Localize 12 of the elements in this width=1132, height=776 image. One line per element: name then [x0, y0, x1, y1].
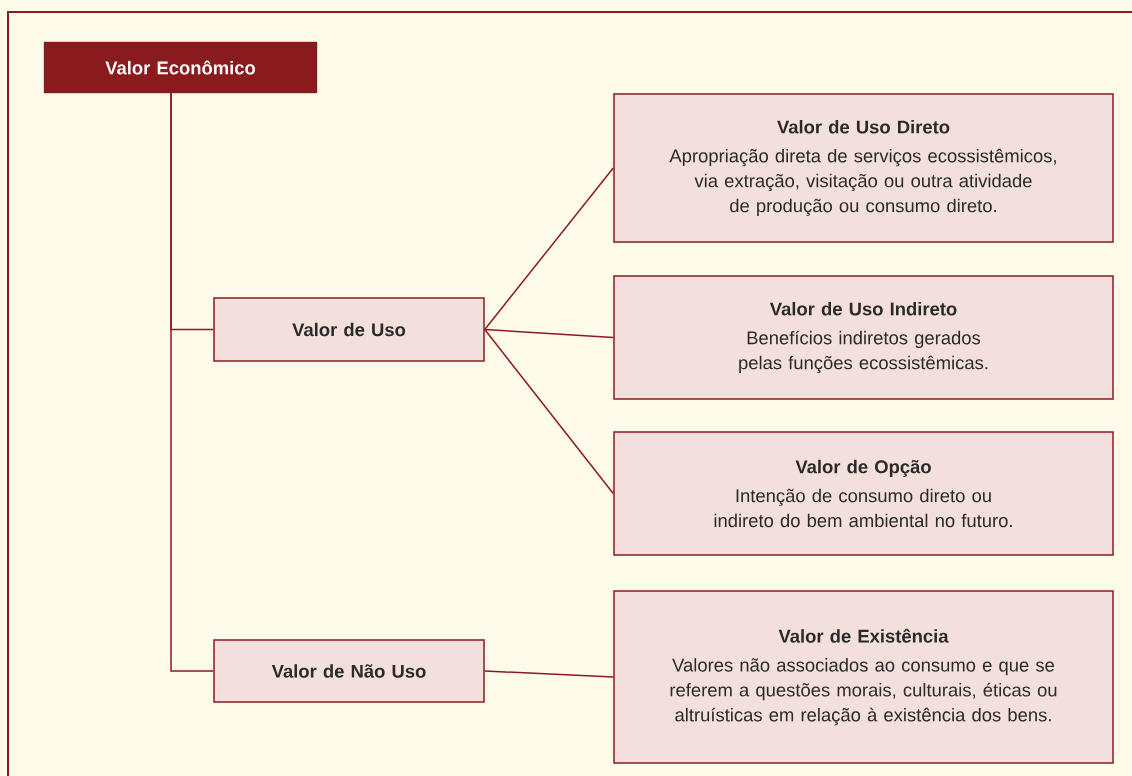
connector-line — [170, 92, 214, 672]
category-box: Valor de Uso — [213, 297, 485, 362]
connector-line — [484, 328, 614, 495]
description-box: Valor de Uso Indireto Benefícios indiretos gerados pelas funções ecossistêmicas. — [613, 275, 1114, 400]
connector-line — [484, 167, 614, 331]
title-box: Valor Econômico — [43, 41, 318, 94]
connector-line — [484, 328, 614, 339]
description-box: Valor de Existência Valores não associados ao consumo e que se referem a questões morais, culturais, éticas ou altruísticas em relação à existência dos bens. — [613, 590, 1114, 764]
category-box: Valor de Não Uso — [213, 639, 485, 703]
description-box: Valor de Uso Direto Apropriação direta de serviços ecossistêmicos, via extração, visitação ou outra atividade de produção ou consumo direto. — [613, 93, 1114, 243]
description-box: Valor de Opção Intenção de consumo direto ou indireto do bem ambiental no futuro. — [613, 431, 1114, 556]
connector-line — [484, 670, 614, 678]
